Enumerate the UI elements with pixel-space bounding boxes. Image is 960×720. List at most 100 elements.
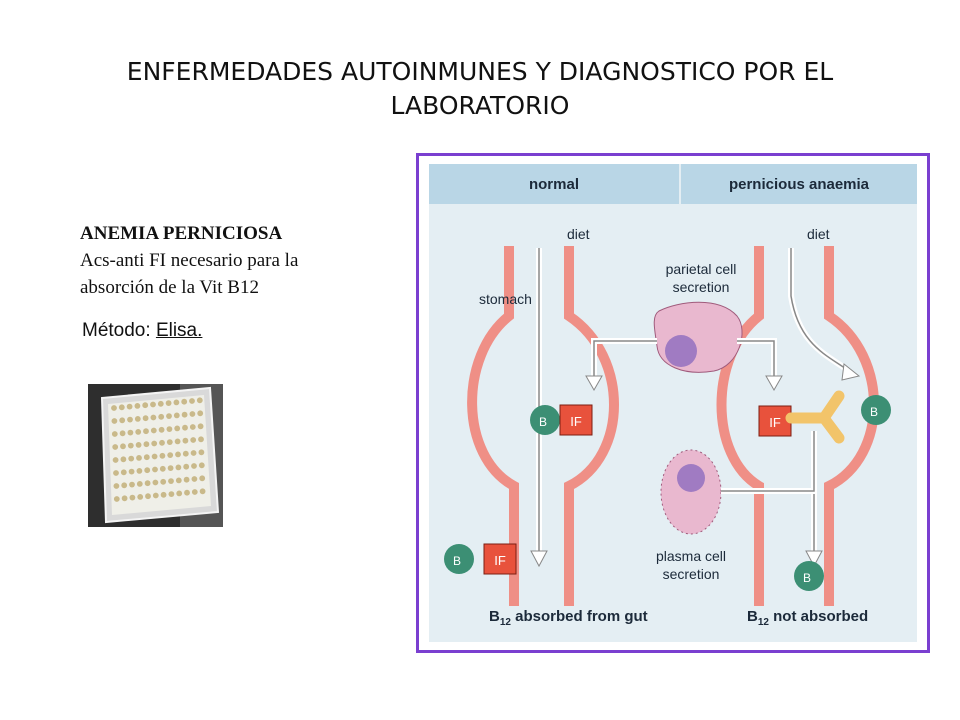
plate-well [142,415,149,422]
parietal-nucleus [665,335,697,367]
plate-well [113,496,120,502]
plate-well [119,417,126,424]
plate-well [173,399,180,406]
diet-label-left: diet [567,226,590,242]
not-absorbed-caption: B12 not absorbed [747,608,868,628]
plate-well [166,439,173,445]
plate-well [151,440,158,447]
plate-well [120,456,127,463]
left-gut-wall-inner [564,246,619,606]
plate-well [136,468,143,474]
plate-well [121,482,128,489]
plate-well [197,410,204,417]
header-pa: pernicious anaemia [729,176,870,193]
plate-well [111,431,118,437]
plate-well [120,443,126,450]
plate-well [134,416,141,422]
plate-well [181,398,188,405]
plate-well [175,477,182,484]
plate-well [126,403,133,410]
plate-well [150,414,157,421]
plate-well [198,449,205,456]
plate-well [165,400,172,406]
plate-well [199,488,206,495]
plate-well [127,429,134,436]
plate-well [173,412,180,419]
plate-well [175,464,182,471]
plate-well [191,476,198,482]
header-pa-bg [681,164,917,204]
plate-well [142,402,149,409]
plate-well [143,454,150,461]
plate-well [166,426,173,432]
plate-well [136,481,143,487]
plate-well [159,439,165,446]
plate-well [112,457,119,463]
svg-text:IF: IF [570,414,582,429]
method-line: Método: Elisa. [82,320,202,342]
plate-well [127,416,133,423]
plate-well [168,478,174,484]
plate-well [168,491,175,497]
pernicious-anaemia-figure: normal pernicious anaemia diet diet stom… [416,153,930,653]
plate-well [144,480,151,487]
plate-well [160,478,167,485]
plate-well [166,413,172,419]
plate-well [196,397,203,404]
plate-well [174,425,181,432]
plate-well [190,450,197,456]
plate-well [182,437,189,444]
plate-well [167,452,174,458]
svg-text:B: B [539,415,547,429]
plate-well [150,427,157,434]
plate-well [199,475,206,482]
svg-text:B: B [453,554,461,568]
plate-well [152,492,159,499]
parietal-cell [653,301,743,373]
plate-well [167,465,174,471]
svg-text:B: B [803,571,811,585]
plate-well [113,470,119,476]
right-b12-top [861,395,891,425]
diet-label-right: diet [807,226,830,242]
plate-well [189,398,195,404]
plate-well [152,466,158,473]
plate-well [159,452,166,459]
plate-well [182,424,188,431]
plasma-label-2: secretion [663,566,720,582]
slide-title-text: ENFERMEDADES AUTOINMUNES Y DIAGNOSTICO P… [126,57,834,120]
plate-well [182,450,189,457]
plasma-label-1: plasma cell [656,548,726,564]
parietal-label-2: secretion [673,279,730,295]
plate-well [120,469,127,476]
plate-well [198,436,204,443]
plate-well [127,442,134,449]
plate-well [174,438,181,445]
svg-text:IF: IF [769,415,781,430]
description-line-2: absorción de la Vit B12 [80,277,259,298]
plate-well [128,455,135,462]
plate-well [121,495,128,502]
plate-well [159,465,166,472]
plate-well [151,453,158,460]
plate-well [118,404,125,411]
plate-well [137,494,144,500]
plate-well [175,451,181,458]
plate-well [145,493,151,500]
parietal-label-1: parietal cell [666,261,737,277]
plate-well [135,429,142,435]
method-link[interactable]: Elisa. [155,320,203,341]
right-b12-bottom [794,561,824,591]
left-gut-wall-outer [467,246,519,606]
plate-well [128,468,135,475]
header-normal: normal [529,176,579,193]
plate-well [111,405,117,411]
plate-well [189,411,196,417]
elisa-plate-image [88,384,223,527]
plate-well [158,426,165,433]
plate-well [150,401,156,408]
stomach-label: stomach [479,291,532,307]
disease-heading: ANEMIA PERNICIOSA [80,223,283,244]
description-block: ANEMIA PERNICIOSA Acs-anti FI necesario … [80,220,380,301]
plate-well [176,490,183,497]
